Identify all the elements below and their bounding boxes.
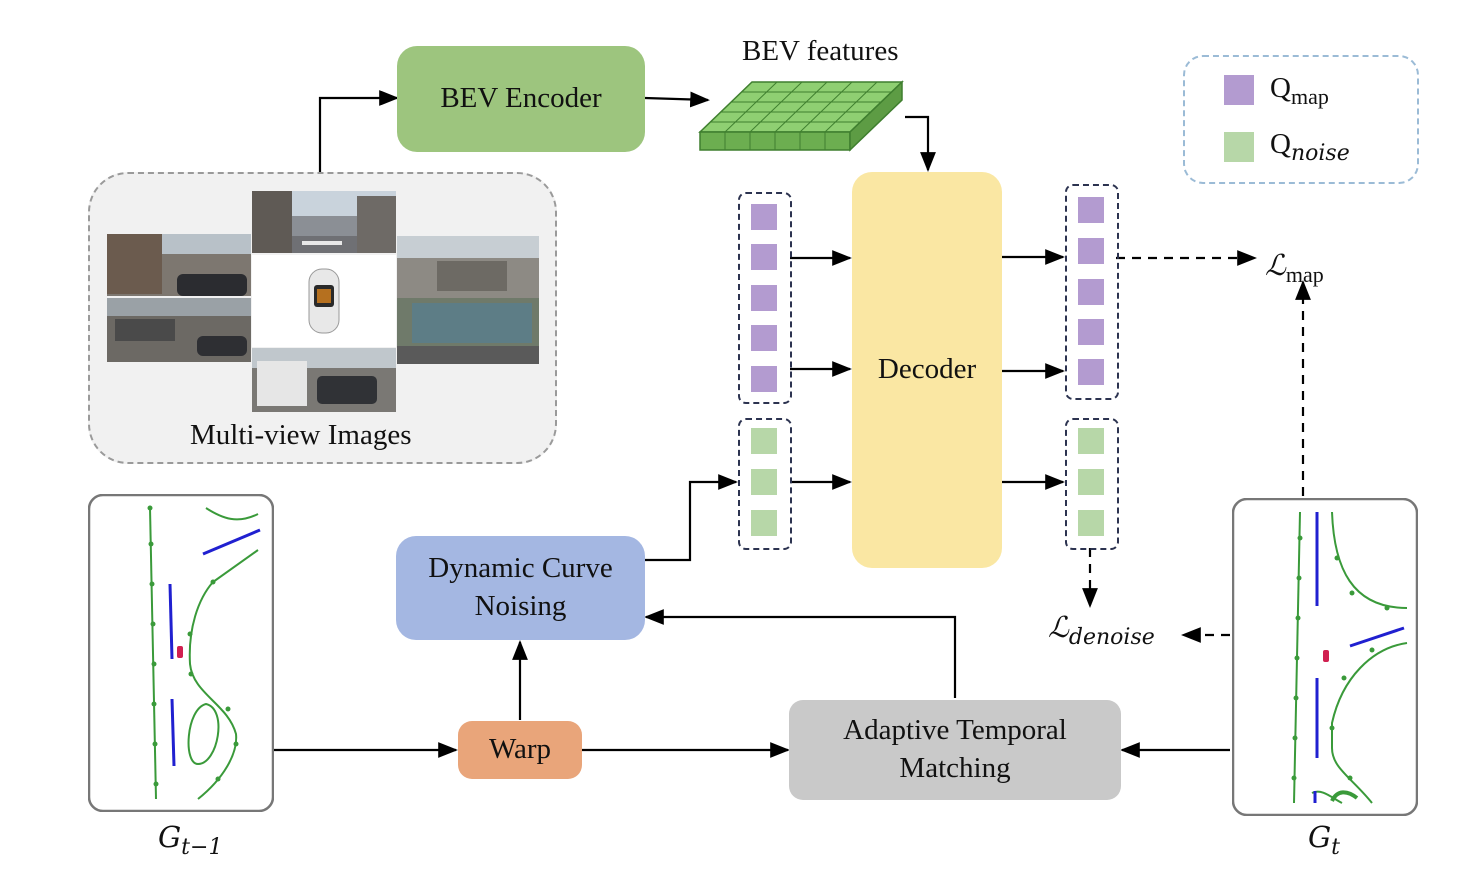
road-boundary-top	[1331, 511, 1408, 609]
lane-divider-blue-right	[1349, 626, 1405, 648]
lane-divider-blue-bottom	[170, 698, 176, 767]
query-noise-cell	[1078, 510, 1104, 536]
camera-front-right-image	[397, 236, 539, 298]
noising-label-line1: Dynamic Curve	[428, 552, 613, 585]
camera-front-image	[252, 191, 396, 253]
query-map-output-group	[1065, 184, 1119, 400]
road-boundary-right	[188, 549, 259, 800]
legend	[1183, 55, 1419, 184]
query-map-input-group	[738, 192, 792, 404]
warp-label: Warp	[488, 733, 552, 766]
query-map-cell	[1078, 319, 1104, 345]
map-panel-current	[1232, 498, 1418, 816]
query-noise-cell	[1078, 428, 1104, 454]
arrow-encoder-to-bev	[644, 91, 710, 108]
query-noise-cell	[751, 510, 777, 536]
legend-noise-label: Qnoise	[1270, 128, 1350, 166]
ego-vehicle-marker	[177, 646, 183, 658]
bev-encoder-label: BEV Encoder	[440, 82, 602, 115]
dynamic-curve-noising-box: Dynamic Curve Noising	[396, 536, 645, 640]
map-panel-previous	[88, 494, 274, 812]
bev-encoder-box: BEV Encoder	[397, 46, 645, 152]
query-map-cell	[1078, 359, 1104, 385]
query-noise-cell	[751, 428, 777, 454]
query-map-cell	[1078, 238, 1104, 264]
multiview-label: Multi-view Images	[190, 419, 412, 451]
graph-current-label: Gt	[1308, 820, 1341, 860]
graph-previous-label: Gt−1	[158, 820, 223, 860]
ego-vehicle-marker	[1323, 650, 1329, 662]
bev-features-grid	[698, 80, 904, 152]
road-boundary-bottom-green	[1330, 790, 1359, 802]
bev-features-label: BEV features	[742, 35, 899, 67]
query-map-cell	[1078, 279, 1104, 305]
adaptive-temporal-matching-box: Adaptive Temporal Matching	[789, 700, 1121, 800]
loss-denoise-label: ℒdenoise	[1048, 610, 1155, 650]
query-noise-cell	[1078, 469, 1104, 495]
arrow-noising-to-qnoise	[645, 474, 738, 562]
road-boundary-inner	[187, 702, 220, 766]
decoder-label: Decoder	[877, 353, 977, 386]
query-map-cell	[751, 285, 777, 311]
warp-box: Warp	[458, 721, 582, 779]
lane-divider-blue-top	[202, 528, 261, 556]
matching-label-line2: Matching	[899, 752, 1011, 784]
query-map-cell	[751, 366, 777, 392]
camera-back-right-image	[397, 298, 539, 364]
legend-map-swatch	[1224, 75, 1254, 105]
arrow-matching-to-noising	[644, 609, 957, 698]
query-map-cell	[751, 204, 777, 230]
query-noise-input-group	[738, 418, 792, 550]
query-noise-cell	[751, 469, 777, 495]
query-noise-output-group	[1065, 418, 1119, 550]
query-map-cell	[1078, 197, 1104, 223]
camera-back-left-image	[107, 298, 251, 362]
arrow-images-to-encoder	[318, 90, 399, 175]
camera-back-image	[252, 348, 396, 412]
matching-label-line1: Adaptive Temporal	[843, 714, 1067, 747]
lane-divider-left	[149, 507, 157, 800]
noising-label-line2: Noising	[474, 590, 567, 622]
legend-map-label: Qmap	[1270, 72, 1329, 109]
query-map-cell	[751, 325, 777, 351]
decoder-box: Decoder	[852, 172, 1002, 568]
arrow-bev-to-decoder	[905, 115, 936, 172]
camera-front-left-image	[107, 234, 251, 296]
query-map-cell	[751, 244, 777, 270]
legend-noise-swatch	[1224, 132, 1254, 162]
loss-map-label: ℒmap	[1265, 248, 1324, 287]
road-boundary-top	[205, 507, 259, 521]
ego-vehicle-icon	[252, 255, 396, 347]
multiview-images	[107, 191, 539, 412]
lane-divider-blue-mid	[168, 583, 174, 660]
